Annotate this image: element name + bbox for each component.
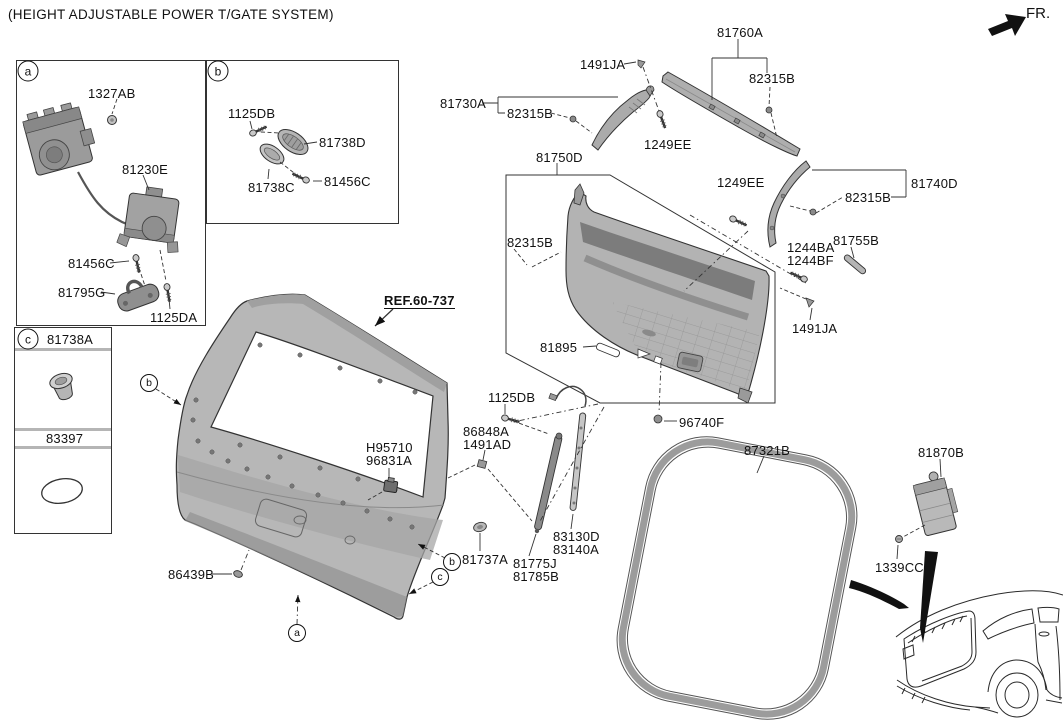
part-label-82315B-panel: 82315B	[507, 235, 554, 250]
inset-b-drawing	[247, 120, 322, 186]
part-label-H95710: H95710	[366, 440, 413, 455]
location-arrow-icon	[849, 580, 909, 609]
part-label-83397: 83397	[46, 431, 84, 446]
part-label-81775J: 81775J	[513, 556, 557, 571]
part-label-81870B: 81870B	[918, 445, 965, 460]
fr-direction-arrow-icon	[988, 14, 1026, 36]
leader-lines	[155, 39, 942, 625]
part-label-96740F: 96740F	[679, 415, 725, 430]
part-label-81737A: 81737A	[462, 552, 509, 567]
part-label-81456C-b: 81456C	[324, 174, 371, 189]
page-title: (HEIGHT ADJUSTABLE POWER T/GATE SYSTEM)	[8, 7, 334, 22]
part-label-1339CC: 1339CC	[875, 560, 924, 575]
divider	[15, 428, 111, 431]
callout-c-right: c	[431, 568, 449, 586]
part-label-96831A: 96831A	[366, 453, 413, 468]
part-label-87321B: 87321B	[744, 443, 791, 458]
callout-c-inset: c	[17, 328, 39, 350]
part-label-81750D: 81750D	[536, 150, 583, 165]
part-label-1249EE-top: 1249EE	[644, 137, 692, 152]
part-label-86848A: 86848A	[463, 424, 510, 439]
callout-a-inset: a	[17, 60, 39, 82]
part-label-83140A: 83140A	[553, 542, 600, 557]
part-label-1327AB: 1327AB	[88, 86, 136, 101]
part-label-1125DB-main: 1125DB	[488, 390, 536, 405]
part-label-81730A: 81730A	[440, 96, 487, 111]
divider	[15, 446, 111, 449]
part-label-81760A: 81760A	[717, 25, 764, 40]
vehicle-rear-view-drawing	[849, 551, 1063, 718]
inset-c-drawing	[41, 372, 83, 504]
part-label-81456C-a: 81456C	[68, 256, 115, 271]
inset-box-c	[14, 327, 112, 534]
part-label-1249EE-right: 1249EE	[717, 175, 765, 190]
part-label-1125DB-b: 1125DB	[228, 106, 276, 121]
part-label-1491JA-top: 1491JA	[580, 57, 626, 72]
module-drawing	[895, 471, 959, 543]
part-label-81785B: 81785B	[513, 569, 560, 584]
part-label-83130D: 83130D	[553, 529, 600, 544]
part-label-81740D: 81740D	[911, 176, 958, 191]
trim-panel-drawing	[505, 174, 867, 404]
callout-b-left: b	[140, 374, 158, 392]
part-label-1244BA: 1244BA	[787, 240, 835, 255]
part-label-81230E: 81230E	[122, 162, 169, 177]
part-label-81755B: 81755B	[833, 233, 880, 248]
inset-box-b	[206, 60, 399, 224]
inset-box-a	[16, 60, 206, 326]
part-label-81738C: 81738C	[248, 180, 295, 195]
hazard-switch-connector	[383, 477, 399, 493]
part-label-1244BF: 1244BF	[787, 253, 834, 268]
part-label-81738A: 81738A	[47, 332, 94, 347]
weatherstrip-drawing	[616, 436, 858, 720]
part-label-81895: 81895	[540, 340, 578, 355]
top-moldings-drawing	[569, 59, 817, 248]
ref-callout: REF.60-737	[384, 293, 455, 309]
part-label-81795G: 81795G	[58, 285, 106, 300]
part-label-82315B-top-left: 82315B	[507, 106, 554, 121]
fr-label: FR.	[1026, 5, 1051, 22]
strut-drawing	[473, 385, 587, 534]
part-label-1491JA-right: 1491JA	[792, 321, 838, 336]
callout-b-inset: b	[207, 60, 229, 82]
divider	[15, 348, 111, 351]
part-label-82315B-top-right: 82315B	[749, 71, 796, 86]
tailgate-panel-drawing	[175, 293, 449, 620]
plug-86439B	[233, 570, 243, 578]
inset-a-drawing	[22, 98, 180, 312]
part-label-1125DA: 1125DA	[150, 310, 198, 325]
location-arrow-icon	[920, 551, 938, 643]
part-label-86439B: 86439B	[168, 567, 215, 582]
callout-a-main: a	[288, 624, 306, 642]
part-label-82315B-right: 82315B	[845, 190, 892, 205]
callout-b-right: b	[443, 553, 461, 571]
part-label-81738D: 81738D	[319, 135, 366, 150]
part-label-1491AD: 1491AD	[463, 437, 512, 452]
